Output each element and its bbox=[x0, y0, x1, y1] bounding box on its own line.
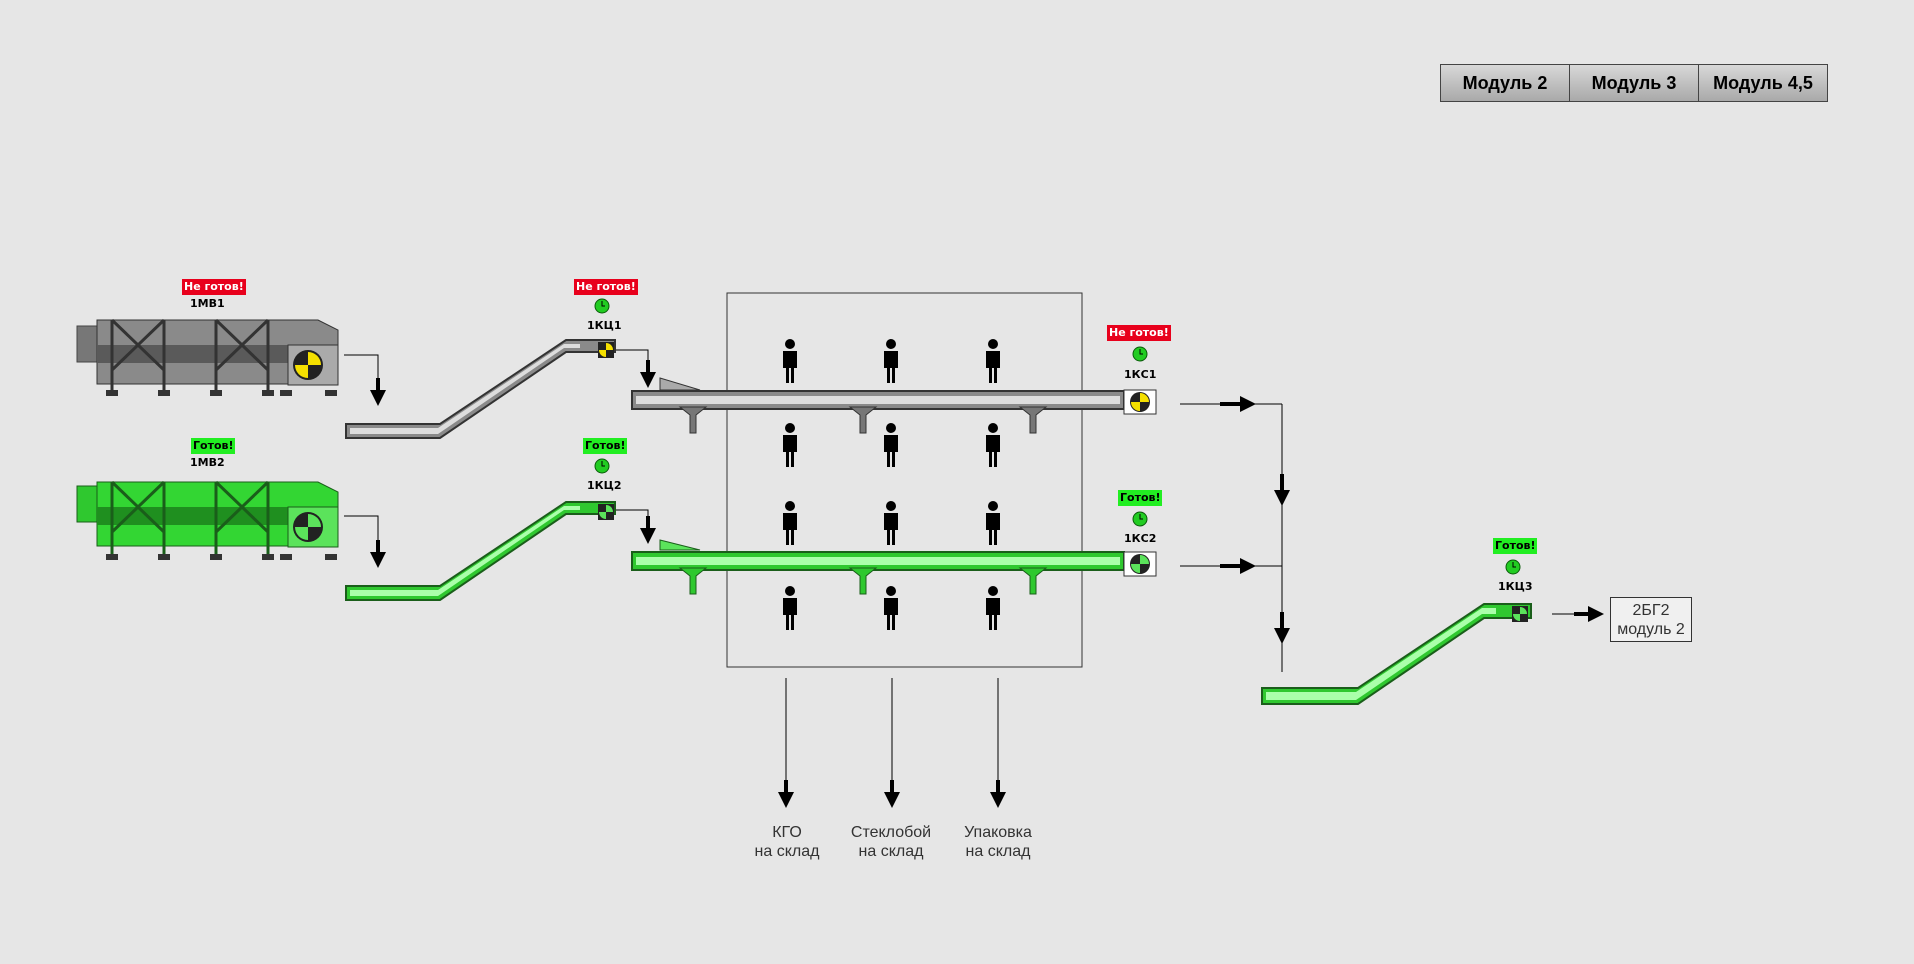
module-3-button[interactable]: Модуль 3 bbox=[1569, 64, 1699, 102]
module-2-button[interactable]: Модуль 2 bbox=[1440, 64, 1570, 102]
destination-glass-line1: Стеклобой bbox=[850, 824, 932, 841]
status-badge-1ks2: Готов! bbox=[1118, 490, 1163, 506]
destination-pack-line2: на склад bbox=[965, 843, 1031, 860]
status-badge-1kc1: Не готов! bbox=[574, 279, 638, 295]
status-badge-1kc2: Готов! bbox=[583, 438, 628, 454]
sorting-conveyor-1ks2[interactable] bbox=[631, 539, 1157, 595]
destination-kgo-line1: КГО bbox=[772, 824, 802, 841]
flow-lines-feeders bbox=[344, 349, 649, 560]
output-2bg2-module2[interactable]: 2БГ2 модуль 2 bbox=[1610, 597, 1692, 642]
conveyor-1kc2[interactable] bbox=[345, 501, 616, 601]
destination-kgo: КГО на склад bbox=[732, 823, 842, 861]
module-nav: Модуль 2 Модуль 3 Модуль 4,5 bbox=[1440, 64, 1828, 102]
feeder-1mv1[interactable] bbox=[76, 318, 339, 396]
destination-glass: Стеклобой на склад bbox=[836, 823, 946, 861]
tag-1kc1: 1КЦ1 bbox=[587, 319, 622, 332]
tag-1ks1: 1КС1 bbox=[1124, 368, 1157, 381]
destination-pack: Упаковка на склад bbox=[943, 823, 1053, 861]
module-4-5-button[interactable]: Модуль 4,5 bbox=[1698, 64, 1828, 102]
status-clock-icons bbox=[594, 298, 1521, 575]
tag-1mv1: 1МВ1 bbox=[190, 297, 225, 310]
status-badge-1ks1: Не готов! bbox=[1107, 325, 1171, 341]
destination-glass-line2: на склад bbox=[858, 843, 924, 860]
conveyor-1kc3[interactable] bbox=[1261, 603, 1532, 705]
status-badge-1mv2: Готов! bbox=[191, 438, 236, 454]
destination-kgo-line2: на склад bbox=[754, 843, 820, 860]
sorting-conveyor-1ks1[interactable] bbox=[631, 377, 1157, 434]
tag-1mv2: 1МВ2 bbox=[190, 456, 225, 469]
feeder-1mv2[interactable] bbox=[76, 480, 339, 560]
output-line2: модуль 2 bbox=[1617, 620, 1685, 638]
tag-1ks2: 1КС2 bbox=[1124, 532, 1157, 545]
sorting-area-frame bbox=[726, 292, 1083, 668]
tag-1kc2: 1КЦ2 bbox=[587, 479, 622, 492]
status-badge-1mv1: Не готов! bbox=[182, 279, 246, 295]
workers bbox=[783, 339, 1000, 630]
conveyor-1kc1[interactable] bbox=[345, 339, 616, 439]
status-badge-1kc3: Готов! bbox=[1493, 538, 1538, 554]
output-line1: 2БГ2 bbox=[1632, 601, 1670, 619]
discharge-lines bbox=[785, 678, 999, 782]
tag-1kc3: 1КЦ3 bbox=[1498, 580, 1533, 593]
destination-pack-line1: Упаковка bbox=[964, 824, 1032, 841]
